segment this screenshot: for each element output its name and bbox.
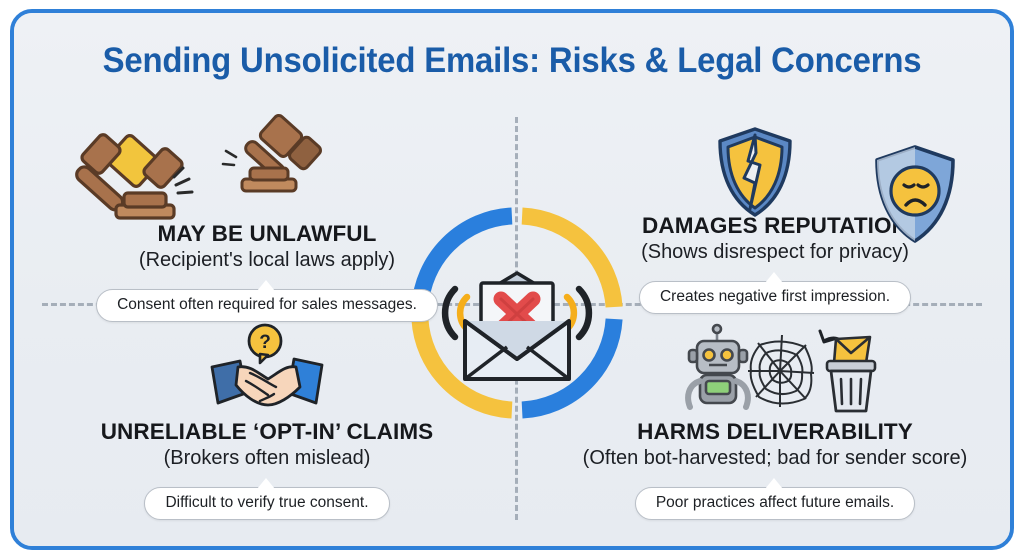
trash-envelope-icon bbox=[825, 335, 877, 413]
handshake-icon: ? bbox=[210, 323, 324, 407]
gavel-small-icon bbox=[221, 114, 322, 193]
quadrant-damages-reputation: DAMAGES REPUTATION (Shows disrespect for… bbox=[560, 117, 990, 314]
quadrant-may-be-unlawful: MAY BE UNLAWFUL (Recipient's local laws … bbox=[52, 114, 482, 322]
quadrant-note: Difficult to verify true consent. bbox=[144, 487, 390, 520]
quadrant-note: Consent often required for sales message… bbox=[96, 289, 438, 322]
quadrant-note-wrapper: Difficult to verify true consent. bbox=[52, 487, 482, 520]
broken-shield-icon bbox=[718, 127, 792, 217]
center-ring-and-envelope-icon bbox=[411, 207, 623, 419]
quadrant-headline: MAY BE UNLAWFUL bbox=[157, 221, 377, 246]
quadrant-headline: UNRELIABLE ‘OPT-IN’ CLAIMS bbox=[100, 419, 434, 444]
quadrant-icons bbox=[560, 117, 990, 243]
center-graphic bbox=[403, 199, 631, 427]
quadrant-headline: DAMAGES REPUTATION bbox=[642, 213, 908, 238]
gavel-icon bbox=[75, 133, 194, 220]
robot-spiderweb-trash-icon bbox=[685, 323, 877, 413]
quadrant-note-wrapper: Creates negative first impression. bbox=[560, 281, 990, 314]
quadrant-unreliable-opt-in-claims: ? UNRELIABLE ‘OPT-IN’ CLAIMS (Brokers of… bbox=[52, 323, 482, 520]
quadrant-subline: (Shows disrespect for privacy) bbox=[641, 241, 909, 263]
sad-face-shield-icon bbox=[875, 145, 955, 243]
quadrant-harms-deliverability: HARMS DELIVERABILITY (Often bot-harveste… bbox=[560, 323, 990, 520]
page-title: Sending Unsolicited Emails: Risks & Lega… bbox=[102, 41, 922, 80]
robot-icon bbox=[685, 323, 751, 410]
quadrant-icons bbox=[560, 323, 990, 419]
spiderweb-icon bbox=[748, 334, 815, 407]
quadrant-subline: (Often bot-harvested; bad for sender sco… bbox=[582, 447, 968, 469]
quadrant-note-wrapper: Poor practices affect future emails. bbox=[560, 487, 990, 520]
quadrant-subline: (Recipient's local laws apply) bbox=[138, 249, 396, 271]
quadrant-note: Creates negative first impression. bbox=[638, 281, 911, 314]
question-bubble-icon: ? bbox=[247, 323, 283, 365]
svg-text:?: ? bbox=[259, 332, 271, 353]
quadrant-note: Poor practices affect future emails. bbox=[634, 487, 916, 520]
quadrant-note-wrapper: Consent often required for sales message… bbox=[52, 289, 482, 322]
quadrant-subline: (Brokers often mislead) bbox=[163, 447, 371, 469]
quadrant-icons bbox=[52, 114, 482, 221]
infographic-card: Sending Unsolicited Emails: Risks & Lega… bbox=[10, 9, 1014, 550]
quadrant-headline: HARMS DELIVERABILITY bbox=[637, 419, 913, 444]
quadrant-icons: ? bbox=[52, 323, 482, 419]
